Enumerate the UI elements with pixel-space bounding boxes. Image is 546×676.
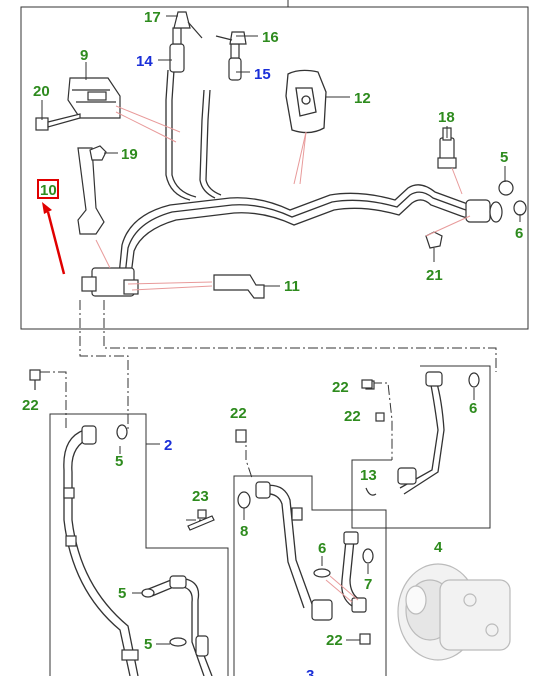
right-end-fitting bbox=[465, 180, 527, 223]
callout-15[interactable]: 15 bbox=[254, 66, 271, 83]
callout-8[interactable]: 8 bbox=[240, 523, 248, 540]
valve-part-15-16 bbox=[215, 31, 247, 81]
callout-5-bottom-a[interactable]: 5 bbox=[118, 585, 126, 602]
callout-5-bottom-b[interactable]: 5 bbox=[144, 636, 152, 653]
bracket-part-10 bbox=[77, 147, 105, 235]
callout-5-upper[interactable]: 5 bbox=[500, 149, 508, 166]
nut-part-19 bbox=[89, 145, 107, 161]
ac-compressor bbox=[397, 563, 511, 661]
leader-lines-upper bbox=[95, 105, 471, 291]
bolt-part-20 bbox=[35, 113, 81, 131]
callout-18[interactable]: 18 bbox=[438, 109, 455, 126]
callout-7[interactable]: 7 bbox=[364, 576, 372, 593]
bracket-frame-part-3 bbox=[233, 475, 387, 676]
upper-assembly-frame bbox=[20, 6, 529, 330]
callout-5-left[interactable]: 5 bbox=[115, 453, 123, 470]
clip-part-22a bbox=[29, 369, 41, 390]
callout-2[interactable]: 2 bbox=[164, 437, 172, 454]
callout-21[interactable]: 21 bbox=[426, 267, 443, 284]
callout-4[interactable]: 4 bbox=[434, 539, 443, 556]
bracket-frame-part-4 bbox=[351, 365, 491, 529]
callout-9[interactable]: 9 bbox=[80, 47, 88, 64]
leader-lines-dark bbox=[41, 15, 521, 287]
bracket-part-11 bbox=[213, 274, 265, 299]
bolt-part-23 bbox=[187, 509, 215, 531]
callout-22-right-mid[interactable]: 22 bbox=[344, 408, 361, 425]
callout-10-highlight-box bbox=[37, 179, 59, 199]
insulator-pad-part-12 bbox=[285, 69, 327, 134]
upper-assembly-group bbox=[20, 0, 529, 330]
callout-22-left[interactable]: 22 bbox=[22, 397, 39, 414]
callout-6-middle[interactable]: 6 bbox=[318, 540, 326, 557]
callout-labels: 17 16 14 15 9 20 12 18 19 5 10 6 21 11 2… bbox=[22, 9, 523, 676]
callout-20[interactable]: 20 bbox=[33, 83, 50, 100]
callout-22-right-top[interactable]: 22 bbox=[332, 379, 349, 396]
sensor-module-part-9 bbox=[67, 77, 121, 119]
hose-assembly-part-3 bbox=[187, 379, 387, 676]
callout-12[interactable]: 12 bbox=[354, 90, 371, 107]
callout-3[interactable]: 3 bbox=[306, 667, 314, 676]
callout-16[interactable]: 16 bbox=[262, 29, 279, 46]
callout-23[interactable]: 23 bbox=[192, 488, 209, 505]
callout-11[interactable]: 11 bbox=[284, 278, 300, 295]
valve-part-14-17 bbox=[169, 11, 203, 73]
callout-6-upper[interactable]: 6 bbox=[515, 225, 523, 242]
hose-assembly-part-4 bbox=[351, 365, 491, 529]
callout-13[interactable]: 13 bbox=[360, 467, 377, 484]
callout-14[interactable]: 14 bbox=[136, 53, 153, 70]
callout-17[interactable]: 17 bbox=[144, 9, 161, 26]
left-manifold-block bbox=[81, 267, 139, 297]
callout-6-right[interactable]: 6 bbox=[469, 400, 477, 417]
callout-22-bottom[interactable]: 22 bbox=[326, 632, 343, 649]
callout-22-middle[interactable]: 22 bbox=[230, 405, 247, 422]
hose-assembly-part-2 bbox=[29, 369, 229, 676]
bracket-frame-part-2 bbox=[49, 413, 229, 676]
callout-19[interactable]: 19 bbox=[121, 146, 138, 163]
arrow-pointer-icon bbox=[42, 202, 66, 275]
main-hose-bundle bbox=[117, 69, 481, 286]
callout-10[interactable]: 10 bbox=[40, 182, 57, 199]
